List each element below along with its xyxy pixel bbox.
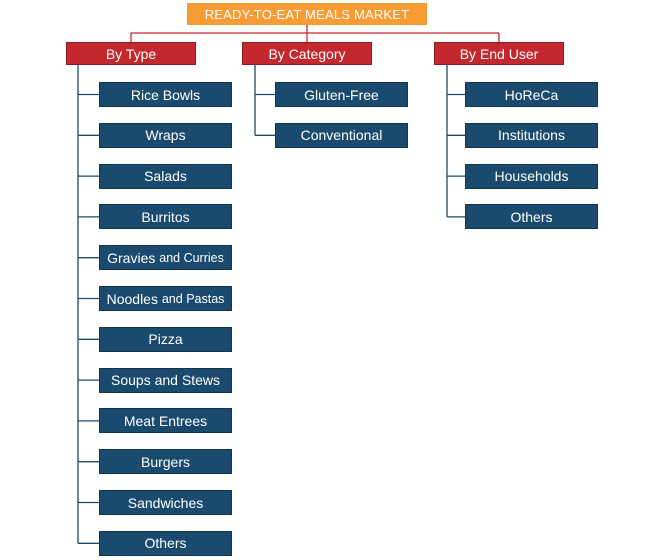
segment-label: Pizza xyxy=(148,331,183,348)
segment-box: Burgers xyxy=(99,449,232,475)
category-header: By Category xyxy=(242,42,372,65)
segment-box: Gluten-Free xyxy=(275,82,408,107)
segment-box: Others xyxy=(99,530,232,556)
segment-label-suffix: and Curries xyxy=(159,250,224,265)
segment-label: Meat Entrees xyxy=(123,412,208,429)
category-header: By Type xyxy=(66,42,196,65)
segment-box: Conventional xyxy=(275,122,408,148)
segment-label-suffix: and Pastas xyxy=(161,291,225,306)
segment-label: Noodles xyxy=(106,290,158,307)
segment-box: Institutions xyxy=(465,122,598,148)
segment-box: Sandwiches xyxy=(99,490,232,515)
segment-label: Soups and Stews xyxy=(111,372,220,389)
segment-label: Salads xyxy=(144,168,187,185)
segment-label: Rice Bowls xyxy=(130,86,201,103)
segment-box: Noodles and Pastas xyxy=(99,286,232,311)
segment-label: HoReCa xyxy=(504,86,559,103)
segment-label: Others xyxy=(510,208,553,225)
segment-box: Pizza xyxy=(99,326,232,352)
segment-label: Others xyxy=(144,535,187,552)
segment-box: Wraps xyxy=(99,122,232,148)
segment-box: Rice Bowls xyxy=(99,82,232,107)
category-header: By End User xyxy=(434,42,564,65)
segment-label: Gravies xyxy=(107,249,156,266)
segment-box: Others xyxy=(465,204,598,230)
segment-box: Burritos xyxy=(99,204,232,230)
segment-box: Gravies and Curries xyxy=(99,245,232,271)
segment-label: Institutions xyxy=(498,127,565,144)
segment-label: Gluten-Free xyxy=(304,86,379,103)
segment-box: Salads xyxy=(99,163,232,189)
segment-box: HoReCa xyxy=(465,82,598,107)
segment-box: Meat Entrees xyxy=(99,408,232,434)
root-title: READY-TO-EAT MEALS MARKET xyxy=(187,3,427,25)
segment-label: Conventional xyxy=(300,127,383,144)
segment-box: Households xyxy=(465,163,598,189)
segment-label: Burritos xyxy=(141,208,190,225)
segment-label: Wraps xyxy=(145,127,186,144)
segment-box: Soups and Stews xyxy=(99,367,232,393)
segment-label: Burgers xyxy=(140,453,191,470)
segment-label: Households xyxy=(494,168,569,185)
segment-label: Sandwiches xyxy=(127,494,204,511)
